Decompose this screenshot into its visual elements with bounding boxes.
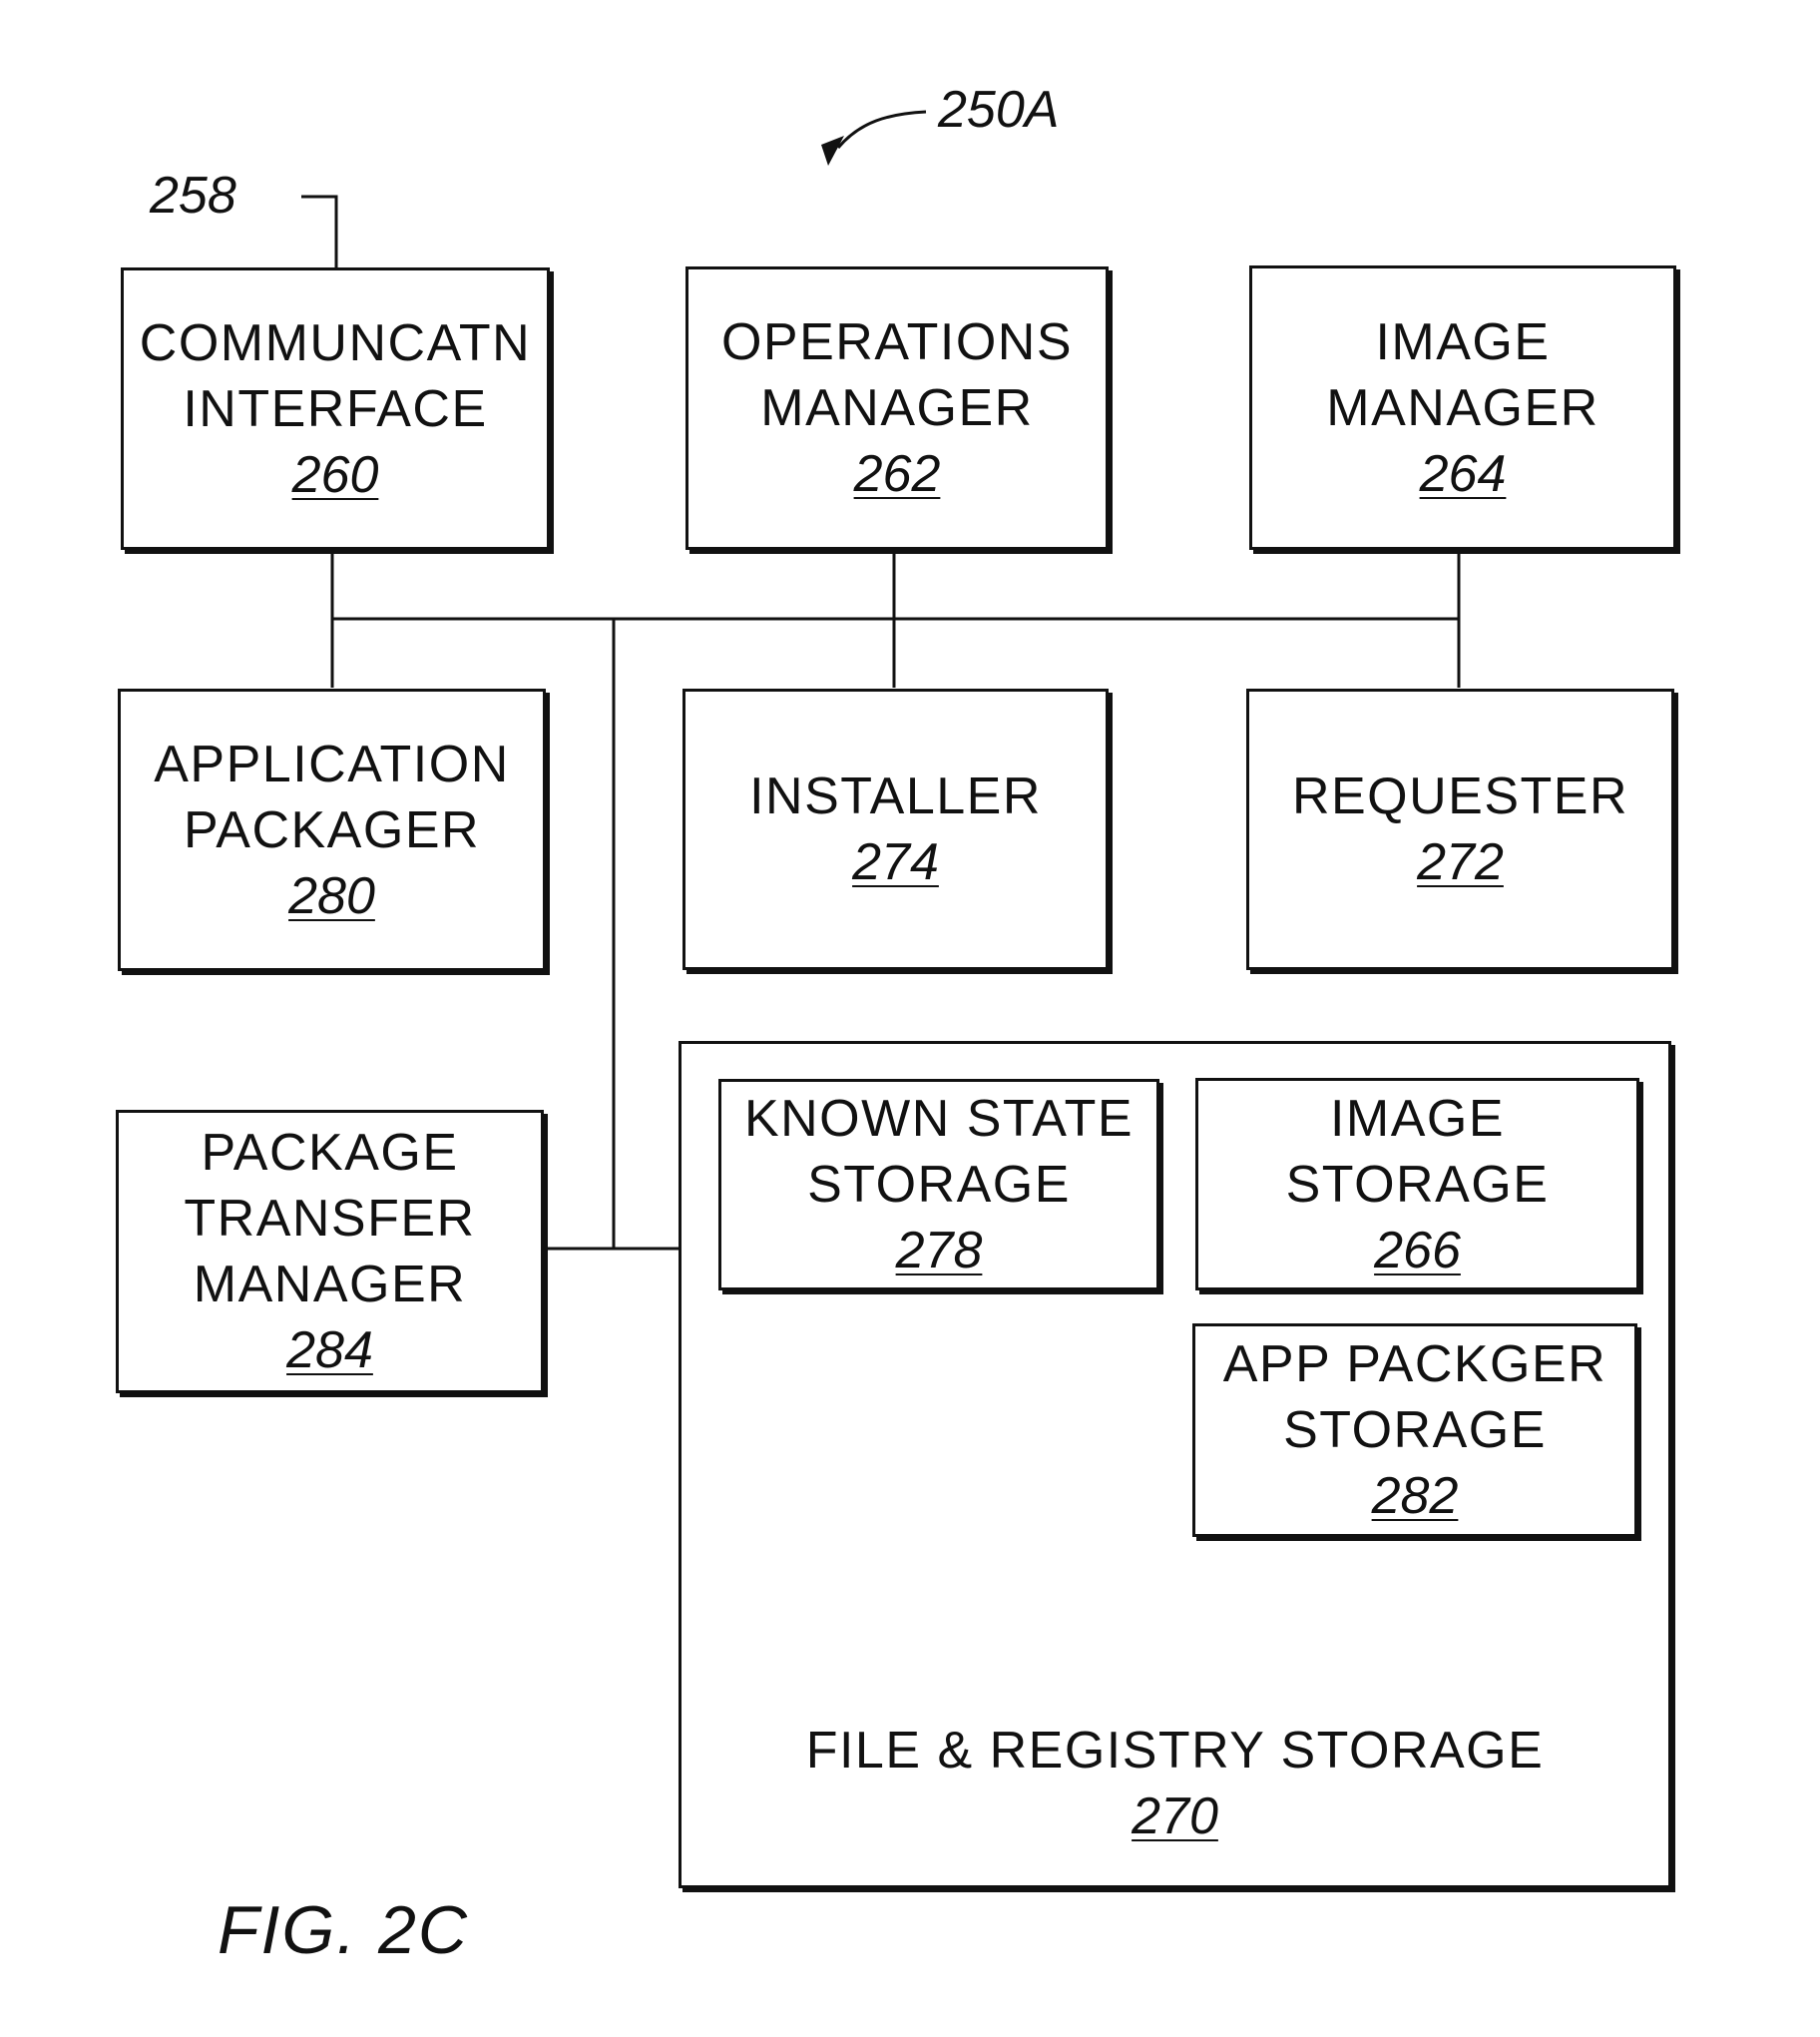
reference-250a-arrow <box>838 112 926 148</box>
block-title-line: STORAGE <box>1283 1397 1547 1463</box>
block-title-line: STORAGE <box>1286 1152 1550 1218</box>
known-state-storage-block: KNOWN STATE STORAGE 278 <box>718 1079 1159 1290</box>
block-title-line: MANAGER <box>760 375 1033 441</box>
figure-reference-label: 250A <box>938 80 1059 140</box>
arrowhead-icon <box>821 136 844 166</box>
block-title-line: PACKAGER <box>184 797 480 863</box>
block-title-line: MANAGER <box>194 1252 466 1317</box>
block-title-line: IMAGE <box>1375 309 1550 375</box>
image-manager-block: IMAGE MANAGER 264 <box>1249 265 1676 550</box>
callout-258-leader <box>301 197 336 267</box>
block-reference-number: 260 <box>292 442 379 508</box>
communication-interface-block: COMMUNCATN INTERFACE 260 <box>121 267 550 550</box>
file-registry-storage-label: FILE & REGISTRY STORAGE 270 <box>682 1718 1668 1849</box>
block-title-line: INSTALLER <box>749 764 1042 829</box>
operations-manager-block: OPERATIONS MANAGER 262 <box>685 266 1109 550</box>
image-storage-block: IMAGE STORAGE 266 <box>1195 1078 1639 1290</box>
callout-258-label: 258 <box>150 166 236 226</box>
block-reference-number: 278 <box>896 1218 983 1283</box>
block-reference-number: 272 <box>1417 829 1504 895</box>
block-title-line: OPERATIONS <box>721 309 1073 375</box>
block-reference-number: 274 <box>852 829 939 895</box>
block-reference-number: 282 <box>1372 1463 1459 1529</box>
block-title-line: IMAGE <box>1330 1086 1505 1152</box>
block-reference-number: 262 <box>854 441 941 507</box>
block-title-line: TRANSFER <box>184 1186 475 1252</box>
block-title-line: PACKAGE <box>201 1120 458 1186</box>
block-title-line: APPLICATION <box>154 732 510 797</box>
block-title-line: KNOWN STATE <box>744 1086 1134 1152</box>
installer-block: INSTALLER 274 <box>682 689 1109 970</box>
block-reference-number: 264 <box>1420 441 1507 507</box>
app-packager-storage-block: APP PACKGER STORAGE 282 <box>1192 1323 1637 1537</box>
block-title-line: REQUESTER <box>1292 764 1628 829</box>
requester-block: REQUESTER 272 <box>1246 689 1674 970</box>
block-reference-number: 280 <box>288 863 375 929</box>
block-reference-number: 270 <box>682 1783 1668 1849</box>
block-title-line: INTERFACE <box>183 376 487 442</box>
application-packager-block: APPLICATION PACKAGER 280 <box>118 689 546 971</box>
figure-caption: FIG. 2C <box>218 1891 469 1969</box>
block-title-line: COMMUNCATN <box>140 310 531 376</box>
block-title-line: MANAGER <box>1326 375 1598 441</box>
block-title-line: STORAGE <box>807 1152 1071 1218</box>
block-reference-number: 266 <box>1374 1218 1461 1283</box>
package-transfer-manager-block: PACKAGE TRANSFER MANAGER 284 <box>116 1110 544 1393</box>
block-title-line: FILE & REGISTRY STORAGE <box>682 1718 1668 1783</box>
block-reference-number: 284 <box>286 1317 373 1383</box>
block-title-line: APP PACKGER <box>1223 1331 1607 1397</box>
